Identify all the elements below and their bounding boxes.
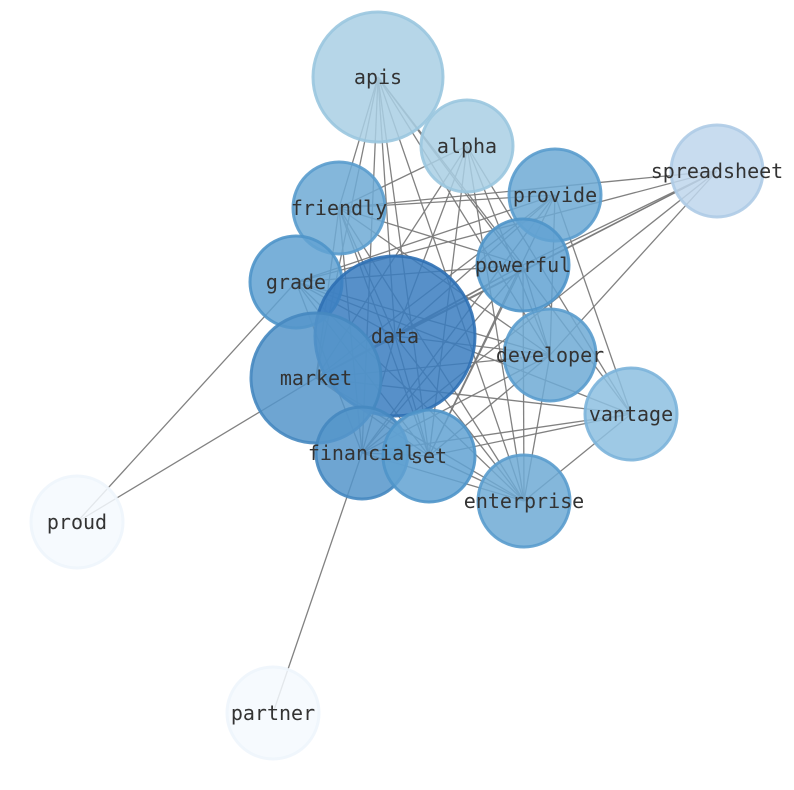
node-label-friendly: friendly [291,196,387,220]
node-label-enterprise: enterprise [464,489,584,513]
node-label-developer: developer [496,343,604,367]
node-partner[interactable] [225,665,321,761]
node-label-alpha: alpha [437,134,497,158]
node-label-powerful: powerful [475,253,571,277]
node-label-apis: apis [354,65,402,89]
node-label-data: data [371,324,419,348]
node-label-partner: partner [231,701,315,725]
node-vantage[interactable] [583,366,679,462]
node-label-spreadsheet: spreadsheet [651,159,783,183]
node-proud[interactable] [29,474,125,570]
labels-layer: apis alpha spreadsheet provide friendly power… [47,65,783,725]
node-label-financial: financial [308,441,416,465]
node-spreadsheet[interactable] [669,123,765,219]
edge-alpha-enterprise [466,145,525,502]
node-apis[interactable] [311,10,445,144]
node-developer[interactable] [502,307,598,403]
node-alpha[interactable] [419,98,515,194]
edge-grade-proud [76,281,297,523]
nodes-layer [29,10,765,761]
node-friendly[interactable] [291,160,387,256]
node-label-set: set [411,444,447,468]
node-label-provide: provide [513,183,597,207]
node-set[interactable] [381,408,477,504]
node-enterprise[interactable] [476,453,572,549]
node-label-market: market [280,366,352,390]
node-label-proud: proud [47,510,107,534]
node-label-grade: grade [266,270,326,294]
node-label-vantage: vantage [589,402,673,426]
node-powerful[interactable] [475,217,571,313]
